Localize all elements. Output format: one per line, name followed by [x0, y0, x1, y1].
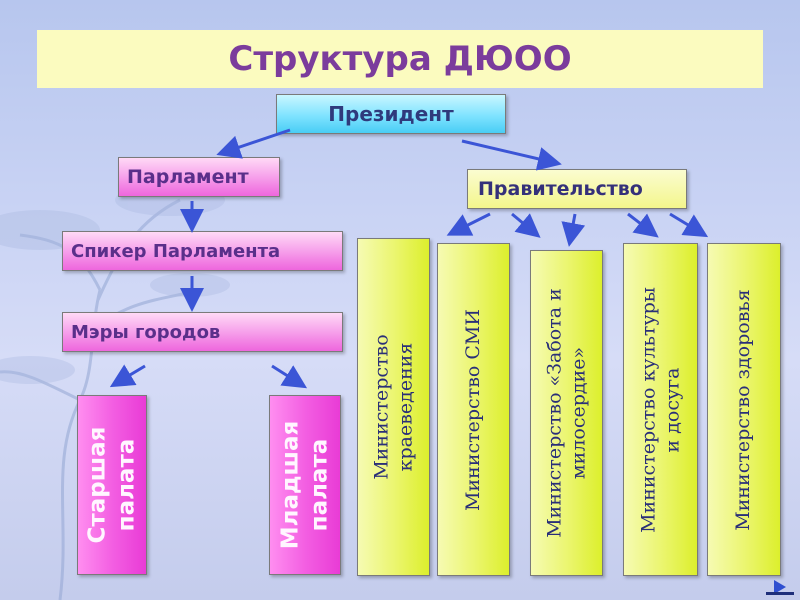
ministry-label: Министерство «Забота и милосердие»	[542, 288, 589, 538]
ministry-health-node: Министерство здоровья	[707, 243, 781, 576]
ministry-local-history-node: Министерство краеведения	[357, 238, 430, 576]
ministry-label: Министерство краеведения	[369, 334, 416, 480]
speaker-node: Спикер Парламента	[62, 231, 343, 271]
ministry-culture-node: Министерство культуры и досуга	[623, 243, 698, 576]
ministry-label: Министерство СМИ	[461, 308, 484, 511]
ministry-media-node: Министерство СМИ	[437, 243, 510, 576]
ministry-care-node: Министерство «Забота и милосердие»	[530, 250, 603, 576]
junior-chamber-node: Младшая палата	[269, 395, 341, 575]
junior-chamber-label: Младшая палата	[277, 420, 332, 550]
next-slide-icon[interactable]	[760, 574, 800, 600]
government-node: Правительство	[467, 169, 687, 209]
ministry-label: Министерство здоровья	[732, 288, 755, 531]
ministry-label: Министерство культуры и досуга	[636, 286, 683, 533]
senior-chamber-label: Старшая палата	[84, 426, 139, 544]
slide-title: Структура ДЮОО	[37, 30, 763, 88]
senior-chamber-node: Старшая палата	[77, 395, 147, 575]
president-node: Президент	[276, 94, 506, 134]
mayors-node: Мэры городов	[62, 312, 343, 352]
parliament-node: Парламент	[118, 157, 280, 197]
